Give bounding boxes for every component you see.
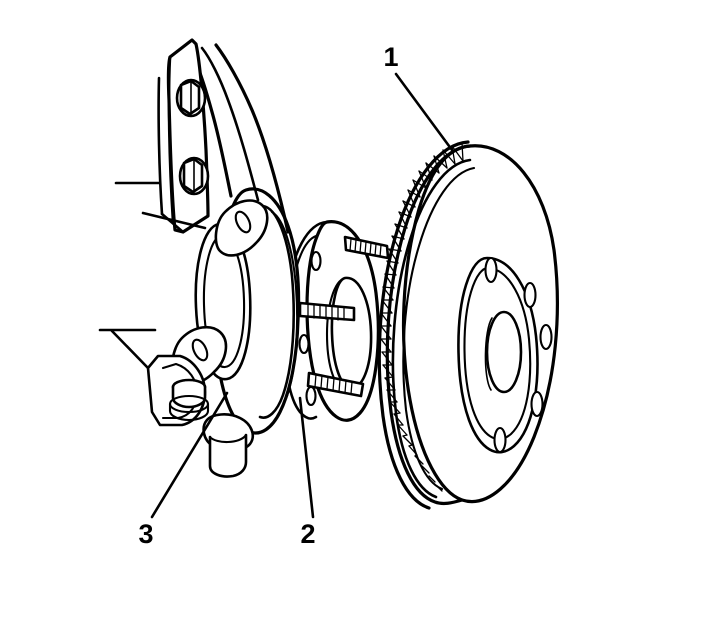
- steering-knuckle-group: [171, 43, 301, 478]
- upper-mounting-bracket-group: [114, 38, 210, 234]
- stud-threads: [349, 238, 382, 258]
- knuckle-upper-arm-crease: [200, 46, 260, 202]
- rotor-center-bore: [485, 310, 523, 394]
- bracket-lower-bolt: [178, 156, 210, 196]
- rotor-lug-hole: [493, 426, 507, 454]
- rotor-lug-hole: [523, 281, 537, 309]
- hub-bearing-assembly-group: [283, 220, 390, 422]
- knuckle-ball-joint-stud: [208, 433, 248, 478]
- bolt-hex-head: [182, 157, 204, 194]
- wheel-stud: [343, 235, 390, 260]
- hub-lug-hole: [305, 385, 317, 407]
- bolt-hex-head: [179, 79, 201, 116]
- lower-bracket-arm-lower: [110, 329, 150, 370]
- rotor-lug-hole: [539, 323, 553, 351]
- knuckle-bearing-bore-front: [258, 204, 296, 419]
- rotor-vent-band-inner: [391, 158, 472, 499]
- hub-pilot-boss: [330, 276, 373, 390]
- callout-2-leader: [298, 396, 315, 519]
- lower-bracket-bolt: [168, 378, 210, 422]
- rotor-lug-hole: [530, 390, 544, 418]
- bolt-washer-body: [168, 402, 210, 422]
- callout-1-label: 1: [383, 42, 398, 72]
- wheel-stud: [306, 371, 365, 398]
- bracket-upper-bolt: [175, 78, 207, 118]
- callout-3-leader: [150, 391, 229, 519]
- knuckle-upper-arm-right: [214, 43, 290, 234]
- rotor-cooling-vanes: [380, 142, 464, 492]
- rotor-lug-hole: [484, 256, 498, 284]
- bracket-lower-tie: [141, 211, 207, 230]
- knuckle-lower-ear-bolt-hole: [191, 338, 209, 362]
- rotor-hat-outer-ring: [457, 256, 539, 454]
- knuckle-upper-ear-bolt-hole: [234, 210, 252, 234]
- rotor-inboard-face-edge: [385, 144, 472, 506]
- callout-2-label: 2: [300, 519, 315, 549]
- callout-1-leader: [394, 72, 454, 152]
- bracket-fold-line-left: [157, 76, 164, 216]
- knuckle-bearing-bore-rear: [270, 210, 299, 398]
- knuckle-left-lobe-inner: [202, 234, 246, 369]
- hub-lug-hole: [310, 250, 322, 272]
- stud-threads: [307, 303, 345, 321]
- bracket-fold-line-right: [167, 55, 175, 224]
- rotor-center-bore-depth: [484, 317, 493, 391]
- stud-threads: [314, 373, 353, 395]
- brake-rotor-group: [377, 140, 559, 510]
- knuckle-ball-joint-stud-shoulder: [208, 433, 248, 444]
- rotor-hat-inner-step: [463, 266, 532, 441]
- lower-bracket-group: [98, 328, 210, 427]
- callout-3-label: 3: [138, 519, 153, 549]
- callouts-group: 1 2 3: [138, 42, 454, 549]
- hub-lug-hole: [298, 333, 310, 355]
- bracket-bottom-edge: [160, 212, 185, 234]
